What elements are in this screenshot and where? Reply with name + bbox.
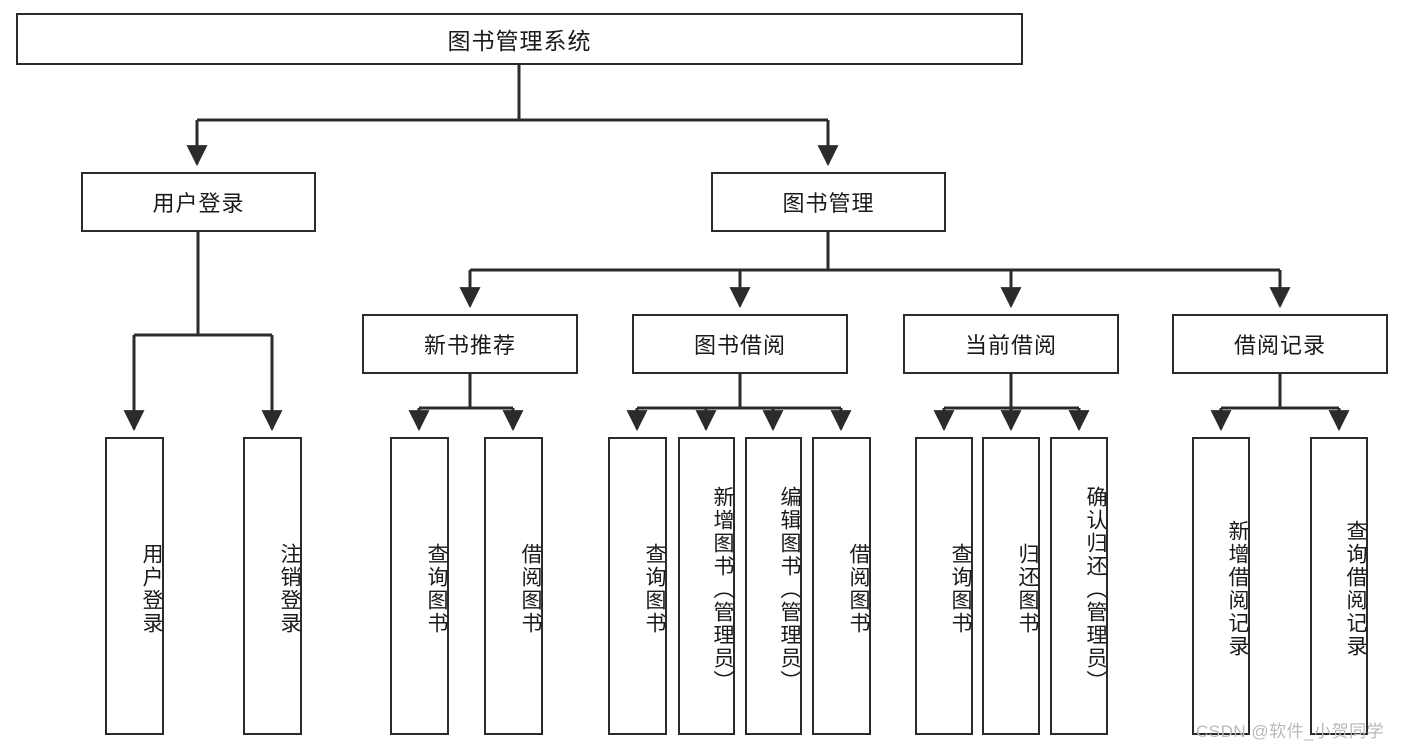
- leaf-query-book-borrow[interactable]: 查询图书: [608, 437, 667, 735]
- node-new-book-recommend[interactable]: 新书推荐: [362, 314, 578, 374]
- leaf-borrow-book-new[interactable]: 借阅图书: [484, 437, 543, 735]
- leaf-label: 编辑图书（管理员）: [778, 485, 801, 693]
- node-book-borrow[interactable]: 图书借阅: [632, 314, 848, 374]
- leaf-label: 新增图书（管理员）: [711, 485, 734, 693]
- leaf-logout[interactable]: 注销登录: [243, 437, 302, 735]
- leaf-label: 新增借阅记录: [1226, 520, 1249, 658]
- leaf-edit-book-admin[interactable]: 编辑图书（管理员）: [745, 437, 802, 735]
- leaf-borrow-book[interactable]: 借阅图书: [812, 437, 871, 735]
- node-user-login[interactable]: 用户登录: [81, 172, 316, 232]
- node-root[interactable]: 图书管理系统: [16, 13, 1023, 65]
- leaf-label: 查询借阅记录: [1344, 520, 1367, 658]
- node-current-borrow[interactable]: 当前借阅: [903, 314, 1119, 374]
- node-book-management[interactable]: 图书管理: [711, 172, 946, 232]
- leaf-add-borrow-record[interactable]: 新增借阅记录: [1192, 437, 1250, 735]
- leaf-label: 确认归还（管理员）: [1084, 485, 1107, 693]
- leaf-query-book-new[interactable]: 查询图书: [390, 437, 449, 735]
- leaf-label: 用户登录: [140, 543, 163, 635]
- leaf-label: 查询图书: [949, 543, 972, 635]
- leaf-label: 查询图书: [643, 543, 666, 635]
- leaf-query-book-current[interactable]: 查询图书: [915, 437, 973, 735]
- leaf-user-login[interactable]: 用户登录: [105, 437, 164, 735]
- leaf-query-borrow-record[interactable]: 查询借阅记录: [1310, 437, 1368, 735]
- leaf-label: 查询图书: [425, 543, 448, 635]
- csdn-watermark: CSDN @软件_小贺同学: [1196, 722, 1385, 741]
- leaf-confirm-return-admin[interactable]: 确认归还（管理员）: [1050, 437, 1108, 735]
- leaf-add-book-admin[interactable]: 新增图书（管理员）: [678, 437, 735, 735]
- leaf-label: 借阅图书: [519, 543, 542, 635]
- leaf-label: 借阅图书: [847, 543, 870, 635]
- leaf-return-book[interactable]: 归还图书: [982, 437, 1040, 735]
- node-borrow-records[interactable]: 借阅记录: [1172, 314, 1388, 374]
- leaf-label: 注销登录: [278, 543, 301, 635]
- leaf-label: 归还图书: [1016, 543, 1039, 635]
